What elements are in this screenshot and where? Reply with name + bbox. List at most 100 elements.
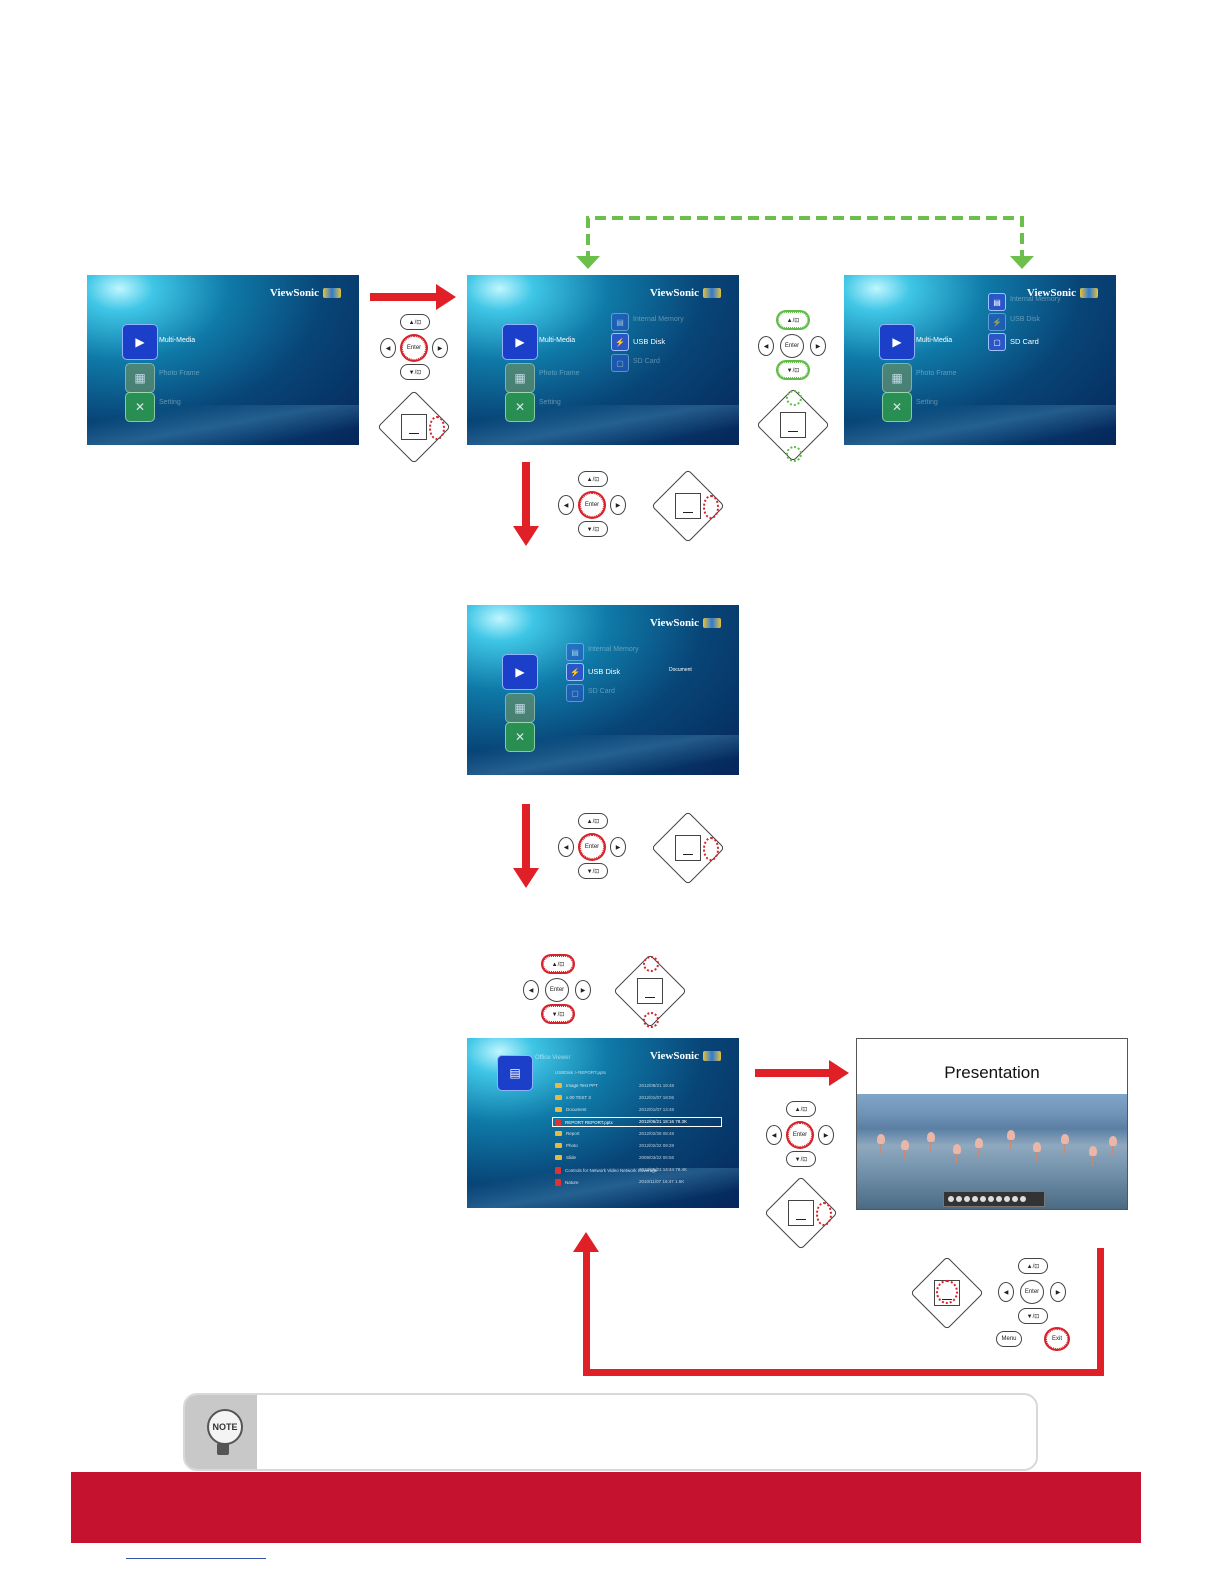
up-key[interactable]: ▲/⊡ [400, 314, 430, 330]
internal-memory-label: Internal Memory [633, 316, 684, 323]
right-key[interactable]: ▶ [610, 837, 626, 857]
playback-control-bar[interactable] [943, 1191, 1045, 1207]
photo-frame-icon[interactable]: ▦ [882, 363, 912, 393]
right-key[interactable]: ▶ [610, 495, 626, 515]
enter-key[interactable]: Enter [788, 1123, 812, 1147]
keypad-f: ▲/⊡ ◀ Enter ▶ ▼/⊡ [764, 1099, 836, 1171]
internal-memory-label: Internal Memory [1010, 296, 1061, 303]
red-arrow-down-1-shaft [522, 462, 530, 528]
left-key[interactable]: ◀ [766, 1125, 782, 1145]
right-key[interactable]: ▶ [575, 980, 591, 1000]
menu-key[interactable]: Menu [996, 1331, 1022, 1347]
left-key[interactable]: ◀ [758, 336, 774, 356]
sd-card-icon[interactable]: ▢ [611, 354, 629, 372]
red-arrow-down-2-shaft [522, 804, 530, 870]
enter-key[interactable]: Enter [402, 336, 426, 360]
red-return-path-bottom [583, 1369, 1104, 1376]
birds-icon [703, 288, 721, 298]
flamingo-photo [857, 1094, 1127, 1209]
left-key[interactable]: ◀ [380, 338, 396, 358]
up-key[interactable]: ▲/⊡ [778, 312, 808, 328]
down-key[interactable]: ▼/⊡ [1018, 1308, 1048, 1324]
down-key[interactable]: ▼/⊡ [778, 362, 808, 378]
folder-icon [555, 1131, 562, 1136]
red-arrow-right-2-shaft [755, 1069, 831, 1077]
enter-key[interactable]: Enter [1020, 1280, 1044, 1304]
file-date: 2012/02/28 08:48 [639, 1131, 675, 1136]
usb-folder-label[interactable]: Document [669, 667, 692, 673]
internal-memory-icon[interactable]: ▤ [611, 313, 629, 331]
setting-tools-icon[interactable]: ✕ [125, 392, 155, 422]
direction-pad-d [651, 811, 725, 885]
right-highlight [703, 837, 719, 861]
up-key[interactable]: ▲/⊡ [578, 813, 608, 829]
sd-card-label: SD Card [1010, 337, 1039, 346]
file-row[interactable]: Slide [555, 1155, 576, 1160]
right-key[interactable]: ▶ [1050, 1282, 1066, 1302]
file-row[interactable]: Image Test PPT [555, 1083, 598, 1088]
file-row[interactable]: Controls for Network Video Network Cover… [555, 1167, 657, 1174]
file-date: 2012/02/22 09:28 [639, 1143, 675, 1148]
down-key[interactable]: ▼/⊡ [578, 863, 608, 879]
down-highlight [643, 1012, 659, 1028]
file-row[interactable]: Photo [555, 1143, 578, 1148]
multimedia-play-icon[interactable]: ▶ [122, 324, 158, 360]
file-date: 2012/01/07 18:06 [639, 1095, 675, 1100]
brand-logo: ViewSonic [650, 617, 721, 629]
enter-key[interactable]: Enter [580, 493, 604, 517]
down-key[interactable]: ▼/⊡ [543, 1006, 573, 1022]
screen-device-usb: ViewSonic ▶ Multi-Media ▦ Photo Frame ✕ … [467, 275, 739, 445]
right-key[interactable]: ▶ [810, 336, 826, 356]
up-key[interactable]: ▲/⊡ [578, 471, 608, 487]
down-key[interactable]: ▼/⊡ [400, 364, 430, 380]
file-row-selected[interactable]: REPORT REPORT.pptx [555, 1119, 613, 1126]
internal-memory-label: Internal Memory [588, 646, 639, 653]
left-key[interactable]: ◀ [558, 837, 574, 857]
birds-icon [703, 1051, 721, 1061]
screen-main-menu: ViewSonic ▶ Multi-Media ▦ Photo Frame ✕ … [87, 275, 359, 445]
sd-card-icon[interactable]: ▢ [988, 333, 1006, 351]
enter-key[interactable]: Enter [580, 835, 604, 859]
right-highlight [429, 416, 445, 440]
right-highlight [703, 495, 719, 519]
enter-key[interactable]: Enter [545, 978, 569, 1002]
down-key[interactable]: ▼/⊡ [578, 521, 608, 537]
photo-frame-icon[interactable]: ▦ [125, 363, 155, 393]
up-key[interactable]: ▲/⊡ [1018, 1258, 1048, 1274]
setting-tools-icon[interactable]: ✕ [505, 722, 535, 752]
usb-disk-icon[interactable]: ⚡ [566, 663, 584, 681]
right-highlight [816, 1202, 832, 1226]
multimedia-play-icon[interactable]: ▶ [502, 324, 538, 360]
file-row[interactable]: x.00 TEST 3 [555, 1095, 591, 1100]
right-key[interactable]: ▶ [818, 1125, 834, 1145]
sd-card-icon[interactable]: ▢ [566, 684, 584, 702]
multimedia-play-icon[interactable]: ▶ [502, 654, 538, 690]
down-key[interactable]: ▼/⊡ [786, 1151, 816, 1167]
setting-label: Setting [159, 399, 181, 406]
internal-memory-icon[interactable]: ▤ [566, 643, 584, 661]
brand-logo: ViewSonic [650, 1050, 721, 1062]
file-date: 2012/01/07 13:48 [639, 1107, 675, 1112]
photo-frame-icon[interactable]: ▦ [505, 693, 535, 723]
exit-key[interactable]: Exit [1046, 1329, 1068, 1349]
right-key[interactable]: ▶ [432, 338, 448, 358]
setting-tools-icon[interactable]: ✕ [882, 392, 912, 422]
file-row[interactable]: Report [555, 1131, 580, 1136]
file-row[interactable]: Nature [555, 1179, 579, 1186]
up-key[interactable]: ▲/⊡ [543, 956, 573, 972]
document-icon [555, 1119, 561, 1126]
left-key[interactable]: ◀ [558, 495, 574, 515]
multimedia-play-icon[interactable]: ▶ [879, 324, 915, 360]
file-row[interactable]: Document [555, 1107, 587, 1112]
usb-disk-icon[interactable]: ⚡ [611, 333, 629, 351]
left-key[interactable]: ◀ [998, 1282, 1014, 1302]
usb-disk-icon[interactable]: ⚡ [988, 313, 1006, 331]
center-highlight [936, 1280, 958, 1304]
up-key[interactable]: ▲/⊡ [786, 1101, 816, 1117]
photo-frame-icon[interactable]: ▦ [505, 363, 535, 393]
internal-memory-icon[interactable]: ▤ [988, 293, 1006, 311]
left-key[interactable]: ◀ [523, 980, 539, 1000]
screen-usb-content: ViewSonic ▶ ▦ ✕ ▤ Internal Memory ⚡ USB … [467, 605, 739, 775]
setting-tools-icon[interactable]: ✕ [505, 392, 535, 422]
enter-key[interactable]: Enter [780, 334, 804, 358]
